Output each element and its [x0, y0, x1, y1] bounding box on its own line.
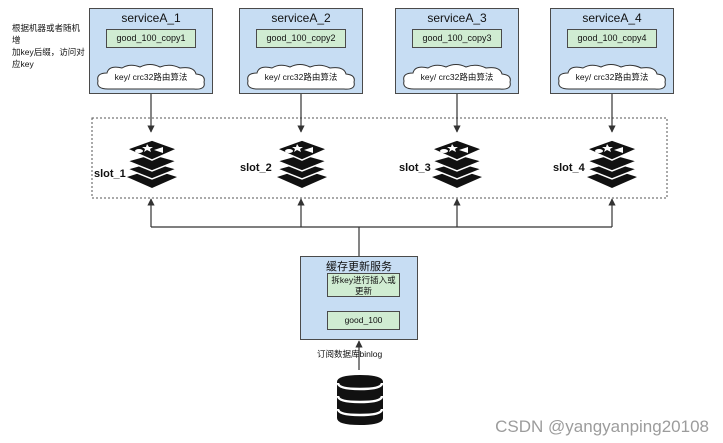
copy-key-box: good_100_copy1 [106, 29, 196, 48]
cloud-icon [247, 64, 355, 90]
good-key-box: good_100 [327, 311, 400, 330]
route-label: key/ crc32路由算法 [114, 72, 188, 82]
redis-icon [125, 139, 179, 188]
redis-cluster-boundary [91, 117, 668, 199]
redis-icon [430, 139, 484, 188]
service-box-4: serviceA_4 good_100_copy4 key/ crc32路由算法 [550, 8, 674, 94]
cloud-icon [97, 64, 205, 90]
routing-note-line2: 加key后缀，访问对 [12, 47, 85, 57]
service-title: serviceA_4 [582, 11, 642, 25]
routing-note: 根据机器或者随机增 加key后缀，访问对 应key [12, 22, 88, 70]
cloud-icon [558, 64, 666, 90]
cache-update-service: 缓存更新服务 拆key进行插入或 更新 good_100 [300, 256, 418, 340]
routing-note-line3: 应key [12, 59, 34, 69]
slot-label-2: slot_2 [240, 162, 272, 174]
redis-icon [275, 139, 329, 188]
service-box-3: serviceA_3 good_100_copy3 key/ crc32路由算法 [395, 8, 519, 94]
service-title: serviceA_3 [427, 11, 487, 25]
copy-key-box: good_100_copy4 [567, 29, 657, 48]
cloud-icon [403, 64, 511, 90]
split-key-action-line1: 拆key进行插入或 [331, 275, 396, 285]
redis-icon [585, 139, 639, 188]
database-icon [336, 375, 384, 425]
service-box-2: serviceA_2 good_100_copy2 key/ crc32路由算法 [239, 8, 363, 94]
watermark-text: CSDN @yangyanping20108 [495, 417, 709, 436]
slot-label-4: slot_4 [553, 162, 585, 174]
binlog-label: 订阅数据库binlog [317, 349, 383, 359]
copy-key-box: good_100_copy3 [412, 29, 502, 48]
route-label: key/ crc32路由算法 [264, 72, 338, 82]
service-title: serviceA_1 [121, 11, 181, 25]
copy-key-box: good_100_copy2 [256, 29, 346, 48]
slot-label-3: slot_3 [399, 162, 431, 174]
split-key-action-box: 拆key进行插入或 更新 [327, 273, 400, 297]
split-key-action-line2: 更新 [354, 286, 372, 296]
service-box-1: serviceA_1 good_100_copy1 key/ crc32路由算法 [89, 8, 213, 94]
cache-service-title: 缓存更新服务 [326, 261, 392, 273]
route-label: key/ crc32路由算法 [575, 72, 649, 82]
route-label: key/ crc32路由算法 [420, 72, 494, 82]
routing-note-line1: 根据机器或者随机增 [12, 23, 81, 45]
slot-label-1: slot_1 [94, 168, 126, 180]
service-title: serviceA_2 [271, 11, 331, 25]
